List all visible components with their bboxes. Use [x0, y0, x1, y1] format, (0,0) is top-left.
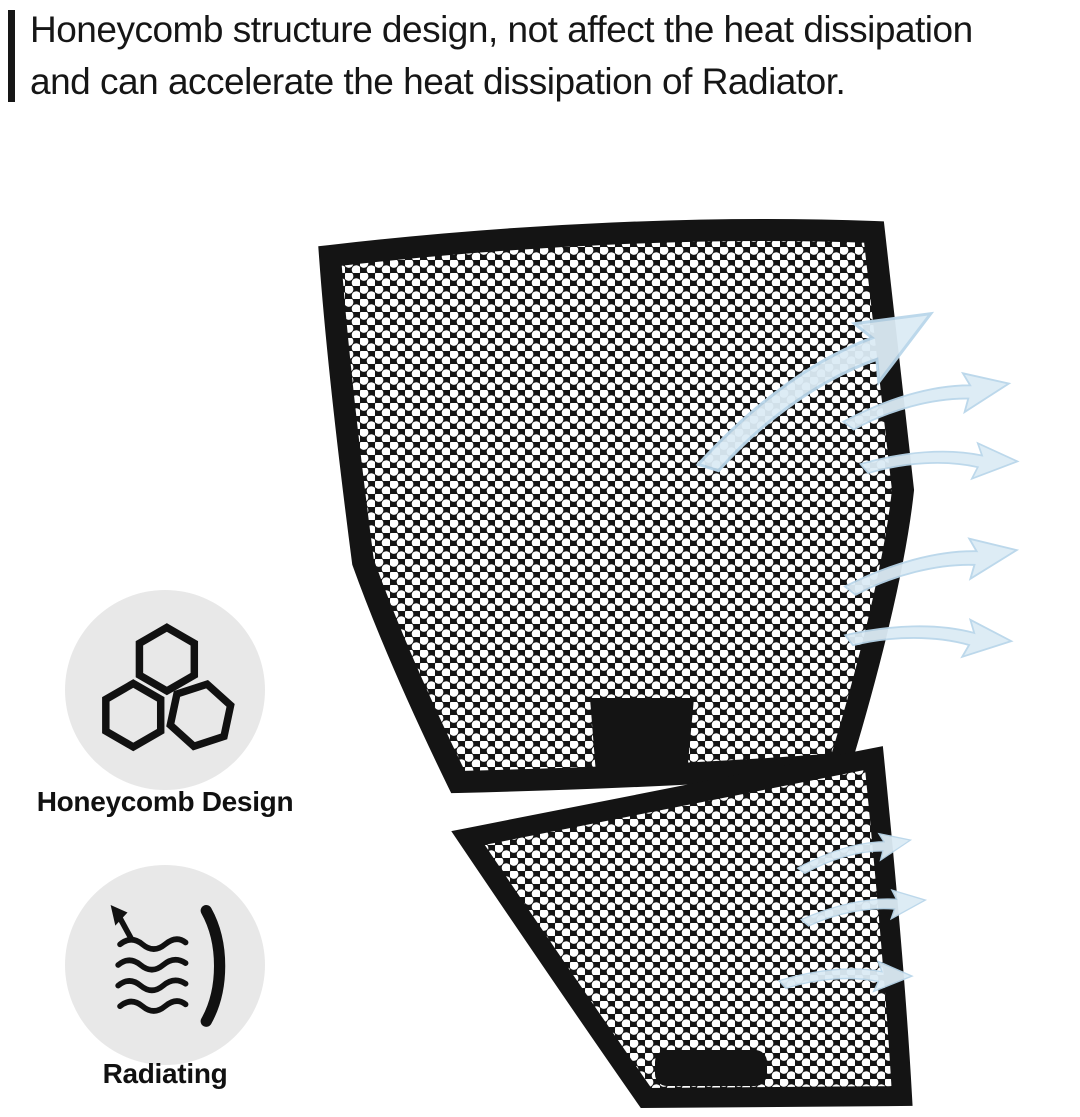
- feature-badge-radiating: [65, 865, 265, 1065]
- feature-label-honeycomb: Honeycomb Design: [36, 786, 294, 817]
- radiating-icon: [110, 905, 226, 1027]
- radiator-guard-lower: [451, 746, 913, 1109]
- headline-line-1: Honeycomb structure design, not affect t…: [30, 9, 973, 50]
- feature-badge-honeycomb: [65, 590, 265, 790]
- lower-guard-slot: [655, 1050, 767, 1086]
- headline: Honeycomb structure design, not affect t…: [0, 4, 1080, 108]
- radiator-guard-upper: [318, 219, 915, 794]
- honeycomb-icon: [90, 620, 240, 760]
- headline-line-2: and can accelerate the heat dissipation …: [30, 61, 846, 102]
- feature-label-radiating: Radiating: [102, 1058, 228, 1089]
- upper-guard-bottom-tab: [590, 698, 694, 774]
- headline-accent-bar: [8, 10, 15, 102]
